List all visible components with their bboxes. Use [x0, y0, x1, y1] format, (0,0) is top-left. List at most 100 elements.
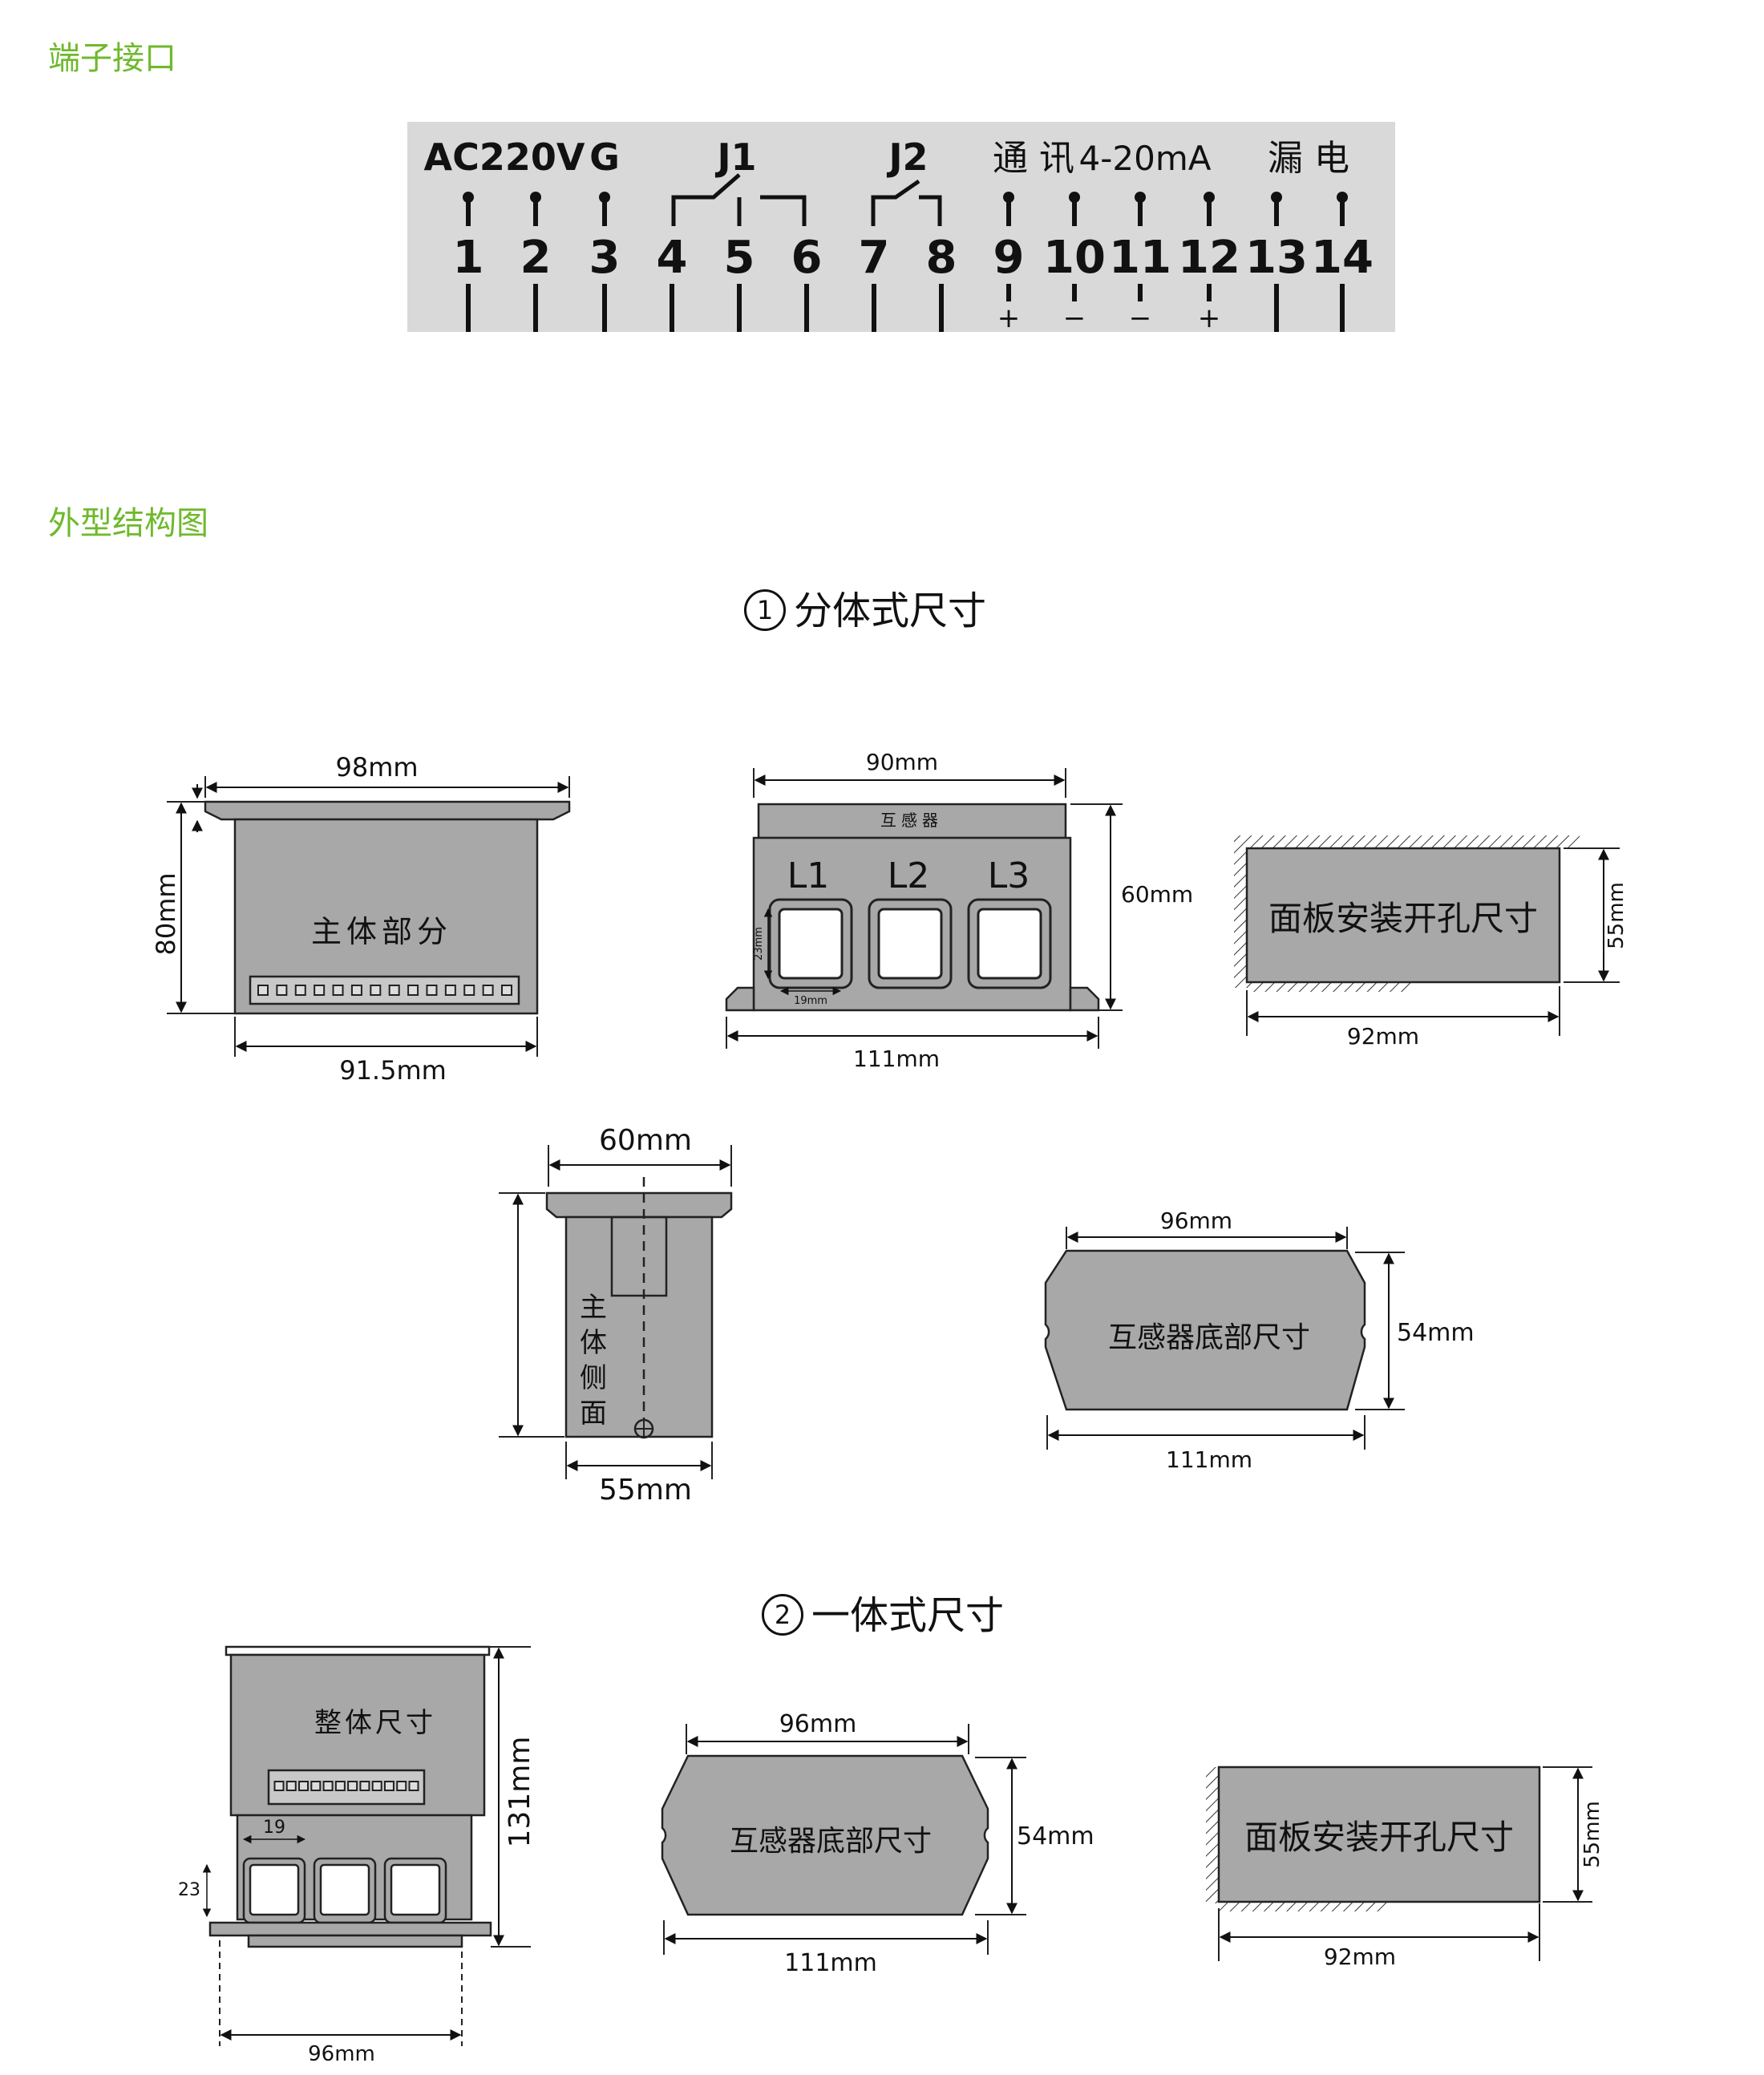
circle-number-2: 2: [762, 1594, 803, 1636]
ct-phase-l3: L3: [988, 855, 1030, 896]
label-g: G: [589, 136, 620, 179]
dim-92mm-1: 92mm: [1347, 1023, 1419, 1050]
integrated-whole-view: 整体尺寸 19 23 131mm 96mm: [178, 1645, 536, 2066]
terminal-pin-3: 3: [589, 192, 620, 332]
terminal-number-9: 9: [993, 232, 1025, 284]
ct-bottom-label-1: 互感器底部尺寸: [1108, 1321, 1310, 1354]
dim-60mm-side: 60mm: [599, 1124, 692, 1157]
terminal-number-14: 14: [1311, 232, 1374, 284]
ct-front-view: 互感器 L1 L2 L3 23mm 19mm 90mm 60mm 111mm: [725, 749, 1193, 1072]
dim-111mm-ct-front: 111mm: [853, 1046, 940, 1072]
dim-54mm-1: 54mm: [1397, 1319, 1475, 1347]
strip-pin: [444, 985, 456, 996]
terminal-section-title: 端子接口: [48, 40, 176, 77]
circle-number-1: 1: [744, 589, 786, 631]
dim-96mm-2: 96mm: [779, 1710, 857, 1738]
whole-top-rail: [225, 1645, 491, 1656]
whole-hole-3: [383, 1857, 447, 1924]
terminal-pin-9: 9+: [993, 192, 1025, 334]
whole-hole-1: [242, 1857, 306, 1924]
strip-pin: [314, 985, 326, 996]
strip-pin: [359, 1781, 370, 1791]
integrated-type-title-text: 一体式尺寸: [811, 1593, 1005, 1638]
strip-pin: [383, 1781, 394, 1791]
polarity-9: +: [997, 302, 1021, 334]
terminal-number-11: 11: [1109, 232, 1171, 284]
ct-hole-2: [868, 898, 953, 989]
ct-top-band: [757, 803, 1067, 839]
ct-bottom-view-2: 互感器底部尺寸 96mm 54mm 111mm: [661, 1710, 1094, 1977]
dim-55mm-2: 55mm: [1580, 1801, 1604, 1868]
terminal-pin-14: 14: [1311, 192, 1374, 332]
dim-111mm-1: 111mm: [1166, 1446, 1252, 1473]
dim-54mm-2: 54mm: [1017, 1822, 1094, 1851]
side-label-2: 体: [580, 1327, 607, 1359]
cutout-rect-2: [1217, 1766, 1541, 1903]
strip-pin: [347, 1781, 358, 1791]
terminal-pin-10: 10 −: [1043, 192, 1106, 334]
ct-bottom-shape-2: [661, 1754, 989, 1916]
strip-pin: [294, 985, 306, 996]
dim-131mm: 131mm: [504, 1737, 536, 1848]
dim-90mm: 90mm: [866, 749, 938, 775]
ct-phase-l2: L2: [888, 855, 930, 896]
strip-pin: [285, 1781, 297, 1791]
dim-98mm: 98mm: [335, 752, 418, 783]
cutout-rect-1: [1245, 847, 1561, 984]
terminal-pin-5: 5: [724, 232, 755, 332]
strip-pin: [350, 985, 362, 996]
j1-relay-symbol: [671, 173, 807, 226]
whole-base: [208, 1921, 492, 1937]
terminal-pin-6: 6: [791, 232, 823, 332]
strip-pin: [332, 985, 344, 996]
strip-pin: [371, 1781, 382, 1791]
ct-phase-l1: L1: [787, 855, 830, 896]
side-label-3: 侧: [580, 1362, 607, 1394]
terminal-pin-11: 11−: [1109, 192, 1171, 334]
label-leakage: 漏 电: [1268, 138, 1349, 179]
terminal-pin-13: 13: [1245, 192, 1308, 332]
terminal-pin-8: 8: [926, 232, 957, 332]
ct-bottom-label-2: 互感器底部尺寸: [730, 1825, 932, 1858]
main-front-view: 主体部分 98mm 80mm 91.5mm: [151, 752, 571, 1086]
whole-base-foot: [247, 1934, 463, 1948]
whole-hole-2: [313, 1857, 377, 1924]
strip-pin: [407, 985, 419, 996]
main-front-terminal-strip: [249, 975, 520, 1005]
terminal-number-4: 4: [657, 232, 688, 284]
ct-hole-3: [967, 898, 1052, 989]
whole-label: 整体尺寸: [314, 1707, 436, 1739]
polarity-10: −: [1063, 302, 1086, 334]
terminal-number-6: 6: [791, 232, 823, 284]
dim-60mm: 60mm: [1121, 881, 1193, 908]
polarity-12: +: [1198, 302, 1221, 334]
label-4-20ma: 4-20mA: [1079, 139, 1212, 178]
whole-hole-height: 23: [178, 1880, 200, 1900]
dim-80mm: 80mm: [151, 872, 181, 955]
terminal-pin-12: 12 +: [1178, 192, 1240, 334]
terminal-number-7: 7: [859, 232, 890, 284]
strip-pin: [276, 985, 288, 996]
terminal-number-12: 12: [1178, 232, 1240, 284]
strip-pin: [334, 1781, 346, 1791]
terminal-number-5: 5: [724, 232, 755, 284]
main-front-flange: [204, 800, 571, 821]
dim-96mm-1: 96mm: [1160, 1207, 1232, 1234]
side-flange: [545, 1191, 733, 1219]
terminal-number-10: 10: [1043, 232, 1106, 284]
cutout-label-1: 面板安装开孔尺寸: [1268, 899, 1538, 938]
whole-terminal-pins: [273, 1781, 419, 1791]
side-label-1: 主: [580, 1292, 607, 1324]
j2-relay-symbol: [871, 179, 942, 226]
ct-left-foot: [725, 986, 755, 1012]
strip-pin: [370, 985, 382, 996]
main-side-view: 主 体 侧 面 60mm 55mm: [499, 1124, 733, 1507]
dim-92mm-2: 92mm: [1324, 1944, 1396, 1970]
label-comm: 通 讯: [993, 138, 1074, 179]
dim-111mm-2: 111mm: [784, 1949, 877, 1977]
side-label-4: 面: [580, 1397, 607, 1430]
label-j1: J1: [714, 136, 756, 179]
main-front-label: 主体部分: [311, 914, 452, 949]
strip-pin: [298, 1781, 310, 1791]
